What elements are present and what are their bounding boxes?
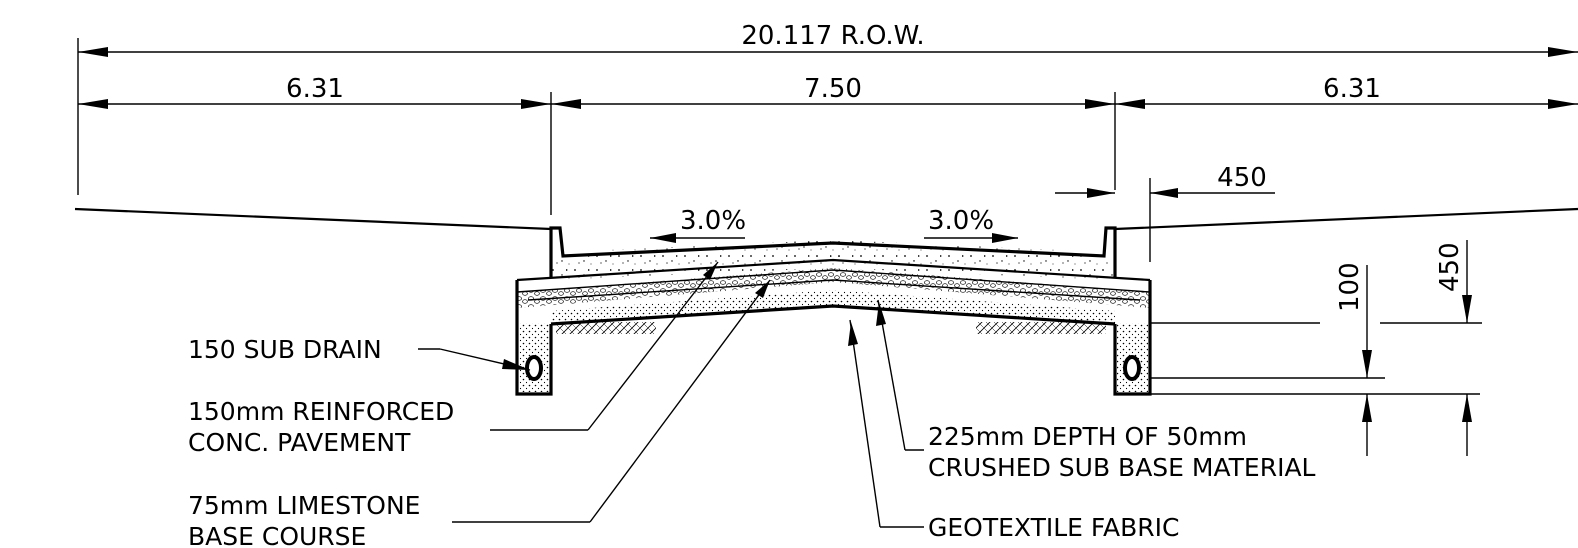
curb-offset-dimension: 450 [1217, 163, 1267, 193]
depth-450-dimension: 450 [1435, 242, 1465, 292]
sub-drain-label: 150 SUB DRAIN [188, 335, 382, 364]
slope-left-label: 3.0% [680, 206, 746, 236]
road-structure [515, 226, 1152, 396]
left-width-dimension: 6.31 [286, 74, 344, 104]
right-width-dimension: 6.31 [1323, 74, 1381, 104]
dimension-lines [77, 38, 1578, 456]
subbase-label-line2: CRUSHED SUB BASE MATERIAL [928, 453, 1316, 482]
base-label-line1: 75mm LIMESTONE [188, 491, 420, 520]
pavement-label-line2: CONC. PAVEMENT [188, 428, 411, 457]
geotextile-label: GEOTEXTILE FABRIC [928, 513, 1179, 542]
slope-arrows [650, 233, 1018, 243]
depth-100-dimension: 100 [1335, 262, 1365, 312]
right-sub-drain-pipe [1123, 355, 1141, 381]
leader-lines [418, 261, 924, 528]
row-total-dimension: 20.117 R.O.W. [741, 21, 924, 51]
ground-lines [74, 207, 1578, 231]
left-sub-drain-pipe [525, 355, 543, 381]
slope-right-label: 3.0% [928, 206, 994, 236]
subbase-label-line1: 225mm DEPTH OF 50mm [928, 422, 1247, 451]
base-label-line2: BASE COURSE [188, 522, 366, 548]
pavement-label-line1: 150mm REINFORCED [188, 397, 454, 426]
center-width-dimension: 7.50 [804, 74, 862, 104]
